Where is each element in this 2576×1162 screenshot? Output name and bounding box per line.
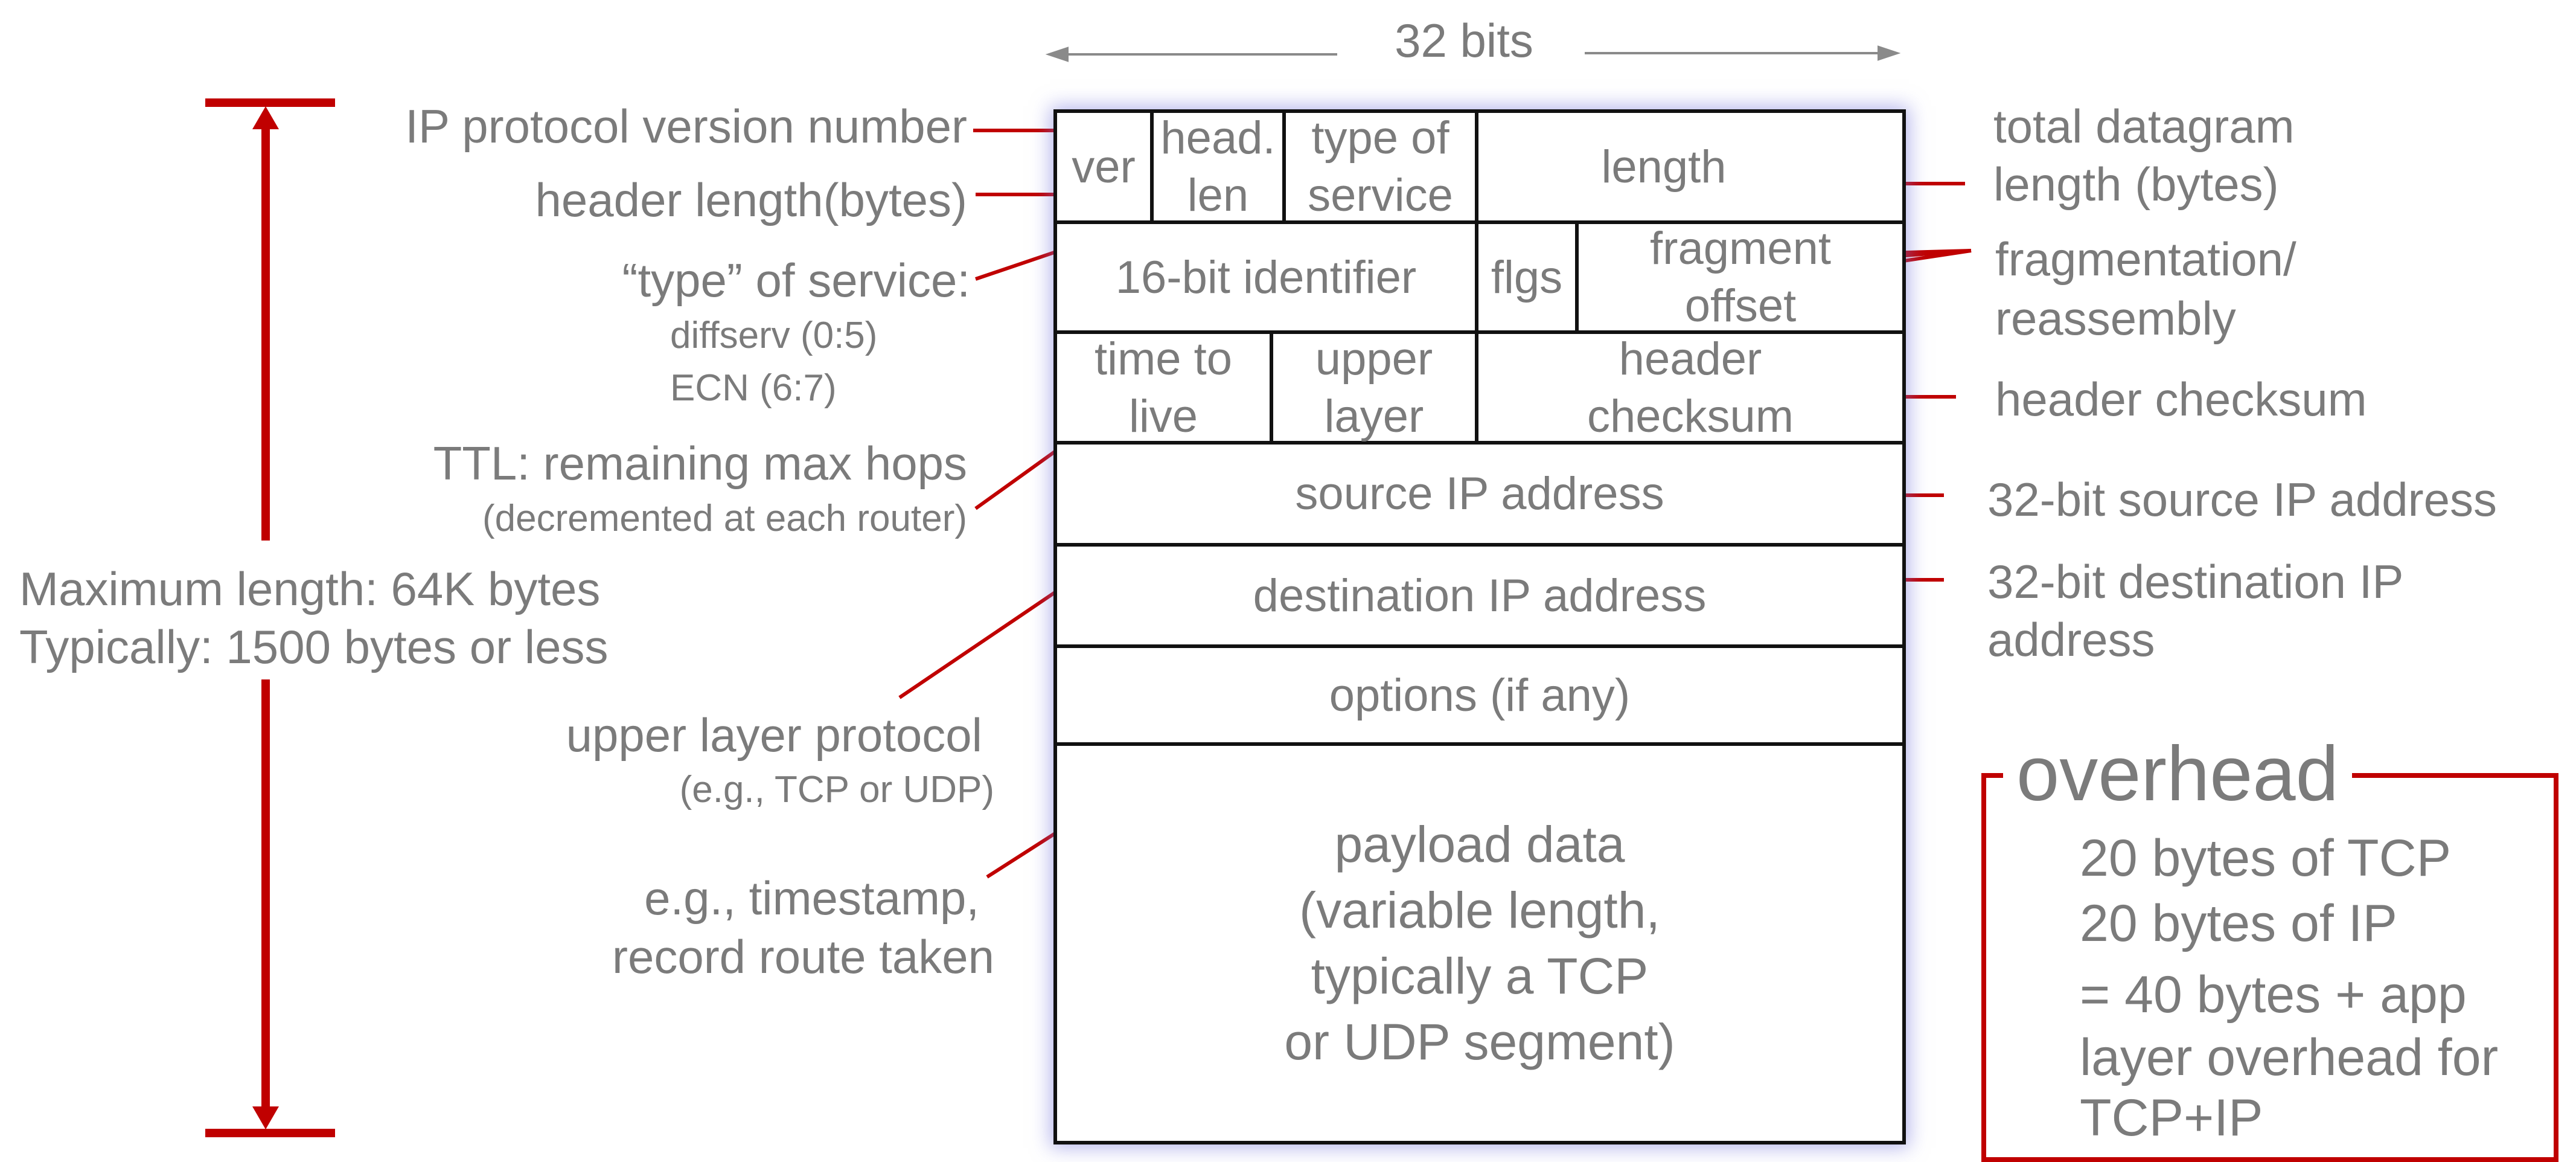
field-length-label: length <box>1601 141 1727 193</box>
field-fragment-offset-label: fragment offset <box>1650 223 1831 332</box>
field-ttl: time to live <box>1055 332 1271 443</box>
field-type-of-service-label: type of service <box>1308 112 1453 221</box>
annotation-total-length-line2: length (bytes) <box>1993 158 2279 211</box>
field-flags: flgs <box>1477 222 1577 332</box>
field-head-len-label: head. len <box>1160 112 1276 221</box>
field-options-label: options (if any) <box>1329 669 1631 721</box>
field-type-of-service: type of service <box>1284 111 1477 222</box>
overhead-line3: = 40 bytes + app <box>2080 966 2467 1024</box>
annotation-fragmentation-line2: reassembly <box>1995 292 2236 345</box>
annotation-tos-diffserv: diffserv (0:5) <box>670 315 878 356</box>
width-arrow <box>1045 45 1901 62</box>
field-upper-layer-label: upper layer <box>1315 333 1433 442</box>
max-length-line2: Typically: 1500 bytes or less <box>19 620 609 673</box>
overhead-line2: 20 bytes of IP <box>2080 894 2397 952</box>
annotation-ttl-title: TTL: remaining max hops <box>433 437 967 490</box>
field-destination-ip: destination IP address <box>1055 545 1904 646</box>
overhead-line4: layer overhead for <box>2080 1029 2499 1087</box>
annotation-options-line2: record route taken <box>612 930 994 983</box>
overhead-line1: 20 bytes of TCP <box>2080 829 2452 887</box>
field-options: options (if any) <box>1055 646 1904 744</box>
field-source-ip-label: source IP address <box>1295 468 1664 519</box>
field-identifier: 16-bit identifier <box>1055 222 1477 332</box>
annotation-total-length-line1: total datagram <box>1993 100 2295 153</box>
annotation-options-line1: e.g., timestamp, <box>644 872 979 925</box>
annotation-dest-ip-line1: 32-bit destination IP <box>1987 555 2404 608</box>
field-flags-label: flgs <box>1491 251 1563 303</box>
field-ver-label: ver <box>1072 141 1136 193</box>
field-ttl-label: time to live <box>1094 333 1233 442</box>
field-payload-label: payload data (variable length, typically… <box>1284 815 1675 1071</box>
annotation-header-length: header length(bytes) <box>535 173 967 226</box>
annotation-upper-sub: (e.g., TCP or UDP) <box>679 769 994 811</box>
annotation-upper-title: upper layer protocol <box>566 708 982 762</box>
field-destination-ip-label: destination IP address <box>1253 570 1707 621</box>
annotation-ttl-sub: (decremented at each router) <box>482 498 967 539</box>
annotation-tos-ecn: ECN (6:7) <box>670 367 837 409</box>
overhead-title: overhead <box>2003 736 2352 813</box>
field-source-ip: source IP address <box>1055 443 1904 545</box>
annotation-header-checksum: header checksum <box>1995 373 2367 426</box>
annotation-source-ip: 32-bit source IP address <box>1987 473 2498 526</box>
field-ver: ver <box>1055 111 1152 222</box>
field-identifier-label: 16-bit identifier <box>1115 251 1417 303</box>
field-fragment-offset: fragment offset <box>1577 222 1904 332</box>
annotation-fragmentation-line1: fragmentation/ <box>1995 233 2296 286</box>
width-label: 32 bits <box>1395 14 1533 67</box>
field-upper-layer: upper layer <box>1271 332 1477 443</box>
annotation-tos-title: “type” of service: <box>622 254 970 307</box>
field-payload: payload data (variable length, typically… <box>1055 744 1904 1143</box>
overhead-line5: TCP+IP <box>2080 1089 2263 1147</box>
field-header-checksum-label: header checksum <box>1587 333 1794 442</box>
field-length: length <box>1477 111 1851 222</box>
annotation-dest-ip-line2: address <box>1987 613 2155 666</box>
max-length-bar <box>205 98 335 1137</box>
field-head-len: head. len <box>1152 111 1284 222</box>
field-header-checksum: header checksum <box>1477 332 1904 443</box>
annotation-version: IP protocol version number <box>405 100 967 153</box>
max-length-line1: Maximum length: 64K bytes <box>19 562 601 615</box>
